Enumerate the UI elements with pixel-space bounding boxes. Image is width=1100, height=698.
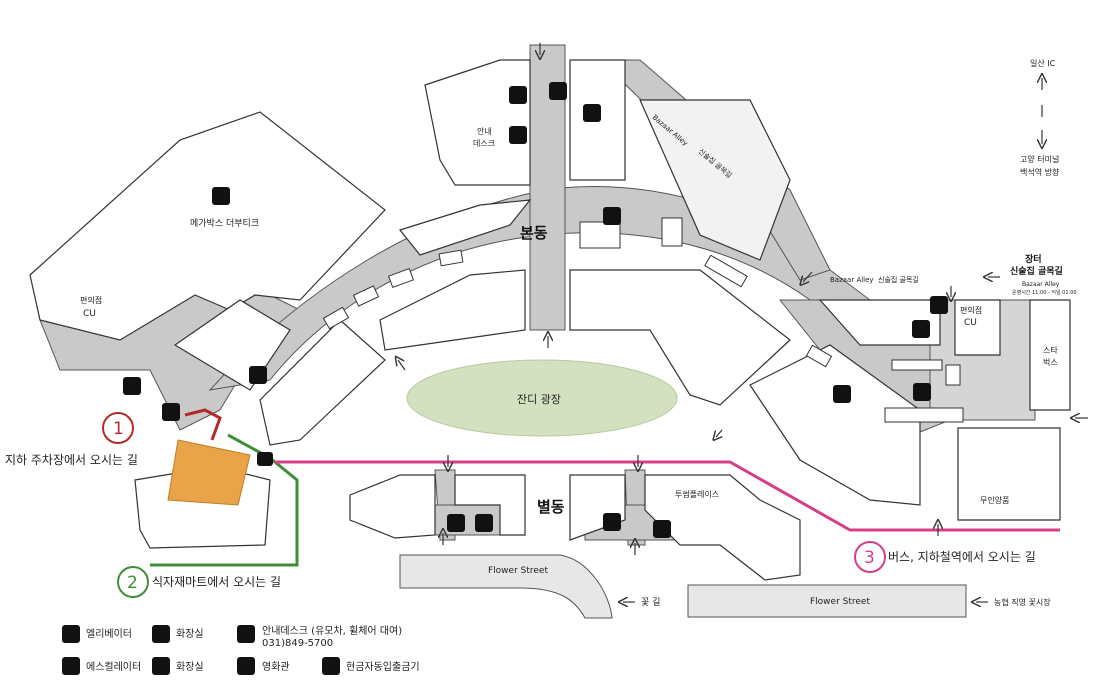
route-1-path bbox=[184, 408, 222, 441]
accessible-restroom-icon-2 bbox=[930, 296, 948, 314]
megabox-label: 메가박스 더부티크 bbox=[190, 218, 259, 229]
cu-left-label-1: 편의점 bbox=[80, 295, 102, 305]
legend-elevator-icon bbox=[62, 625, 80, 643]
legend-restroom: 화장실 bbox=[176, 628, 204, 640]
legend-escalator: 에스컬레이터 bbox=[86, 660, 141, 673]
building-blocks bbox=[29, 59, 1071, 581]
legend-elevator: 엘리베이터 bbox=[86, 627, 132, 640]
route-1-badge bbox=[102, 412, 134, 444]
info-desk-icon bbox=[509, 126, 527, 144]
elevator-icon-3 bbox=[447, 514, 465, 532]
legend-accessible-icon bbox=[152, 657, 170, 675]
flower-road-label: 꽃 길 bbox=[641, 597, 660, 608]
direction-arrows bbox=[398, 43, 1088, 602]
nh-market-label: 농협 직영 꽃시장 bbox=[994, 597, 1051, 607]
muin-building bbox=[957, 427, 1061, 521]
route-1-number: 1 bbox=[113, 419, 124, 439]
legend-info-icon bbox=[237, 625, 255, 643]
route-3-number: 3 bbox=[864, 548, 875, 568]
twosome-label: 투썸플레이스 bbox=[675, 489, 719, 499]
goyang-terminal-label-2: 백석역 방향 bbox=[1020, 167, 1060, 177]
route-3-badge bbox=[854, 541, 886, 573]
elevator-icon-2 bbox=[162, 403, 180, 421]
jangteo-label-1: 장터 bbox=[1025, 253, 1042, 265]
starbucks-label-2: 벅스 bbox=[1043, 357, 1058, 367]
legend-atm-icon bbox=[322, 657, 340, 675]
grass-plaza bbox=[406, 359, 678, 437]
ilsan-ic-label: 일산 IC bbox=[1030, 58, 1056, 68]
legend-escalator-icon bbox=[62, 657, 80, 675]
legend-accessible-restroom: 화장실 bbox=[176, 661, 204, 673]
legend-atm: 현금자동입출금기 bbox=[346, 660, 420, 673]
starbucks-label-1: 스타 bbox=[1043, 346, 1058, 355]
route-2-badge bbox=[117, 566, 149, 598]
legend-cinema-icon bbox=[237, 657, 255, 675]
elevator-icon-4 bbox=[603, 513, 621, 531]
restroom-icon-2 bbox=[123, 377, 141, 395]
legend-restroom-icon bbox=[152, 625, 170, 643]
map-icons bbox=[123, 82, 948, 538]
legend-cinema: 영화관 bbox=[262, 661, 290, 673]
goyang-terminal-label-1: 고양 터미널 bbox=[1020, 155, 1059, 164]
info-desk-label-1: 안내 bbox=[477, 126, 492, 136]
info-desk-label-2: 데스크 bbox=[473, 139, 495, 148]
annex-building-label: 별동 bbox=[537, 498, 565, 516]
jangteo-label-4: 운영시간 11:00 - 익일 01:00 bbox=[1012, 289, 1077, 296]
cinema-icon bbox=[212, 187, 230, 205]
legend-info: 안내데스크 (유모차, 휠체어 대여) bbox=[262, 624, 402, 637]
flower-street-label-2: Flower Street bbox=[810, 597, 870, 607]
sinsuljip-alley-label-2: 신술집 골목길 bbox=[878, 275, 919, 284]
escalator-icon bbox=[603, 207, 621, 225]
restroom-icon-3 bbox=[475, 514, 493, 532]
jangteo-label-3: Bazaar Alley bbox=[1022, 281, 1060, 288]
megabox-building bbox=[29, 111, 386, 341]
route-2-number: 2 bbox=[127, 573, 138, 593]
parking-entrance bbox=[167, 439, 251, 506]
elevator-icon bbox=[509, 86, 527, 104]
legend: 엘리베이터 화장실 안내데스크 (유모차, 휠체어 대여) 031)849-57… bbox=[62, 624, 420, 675]
route-1-label: 지하 주차장에서 오시는 길 bbox=[5, 453, 138, 467]
escalator-icon-3 bbox=[913, 383, 931, 401]
route-2-label: 식자재마트에서 오시는 길 bbox=[152, 575, 281, 589]
main-building-label: 본동 bbox=[520, 224, 548, 242]
cu-right-label-1: 편의점 bbox=[960, 305, 982, 315]
cu-right-label-2: CU bbox=[964, 318, 977, 328]
route-3-path bbox=[275, 460, 1060, 532]
legend-phone: 031)849-5700 bbox=[262, 638, 333, 649]
flower-street-east bbox=[687, 584, 967, 618]
restroom-icon bbox=[583, 104, 601, 122]
atm-icon bbox=[257, 452, 273, 466]
accessible-restroom-icon bbox=[549, 82, 567, 100]
escalator-icon-2 bbox=[249, 366, 267, 384]
elevator-icon-5 bbox=[833, 385, 851, 403]
route-3-label: 버스, 지하철역에서 오시는 길 bbox=[888, 550, 1036, 564]
restroom-icon-4 bbox=[653, 520, 671, 538]
restroom-icon-5 bbox=[912, 320, 930, 338]
muin-label: 무인양품 bbox=[980, 495, 1009, 505]
flower-street-west bbox=[399, 554, 613, 619]
jangteo-label-2: 신술집 골목길 bbox=[1010, 265, 1063, 277]
starbucks-building bbox=[1029, 299, 1071, 411]
cu-left-label-2: CU bbox=[83, 309, 96, 319]
kiosks bbox=[322, 217, 964, 423]
route-2-path bbox=[150, 433, 299, 567]
plaza-label: 잔디 광장 bbox=[517, 393, 561, 406]
bazaar-alley-label-2: Bazaar Alley bbox=[830, 276, 874, 284]
flower-street-label-1: Flower Street bbox=[488, 566, 548, 576]
